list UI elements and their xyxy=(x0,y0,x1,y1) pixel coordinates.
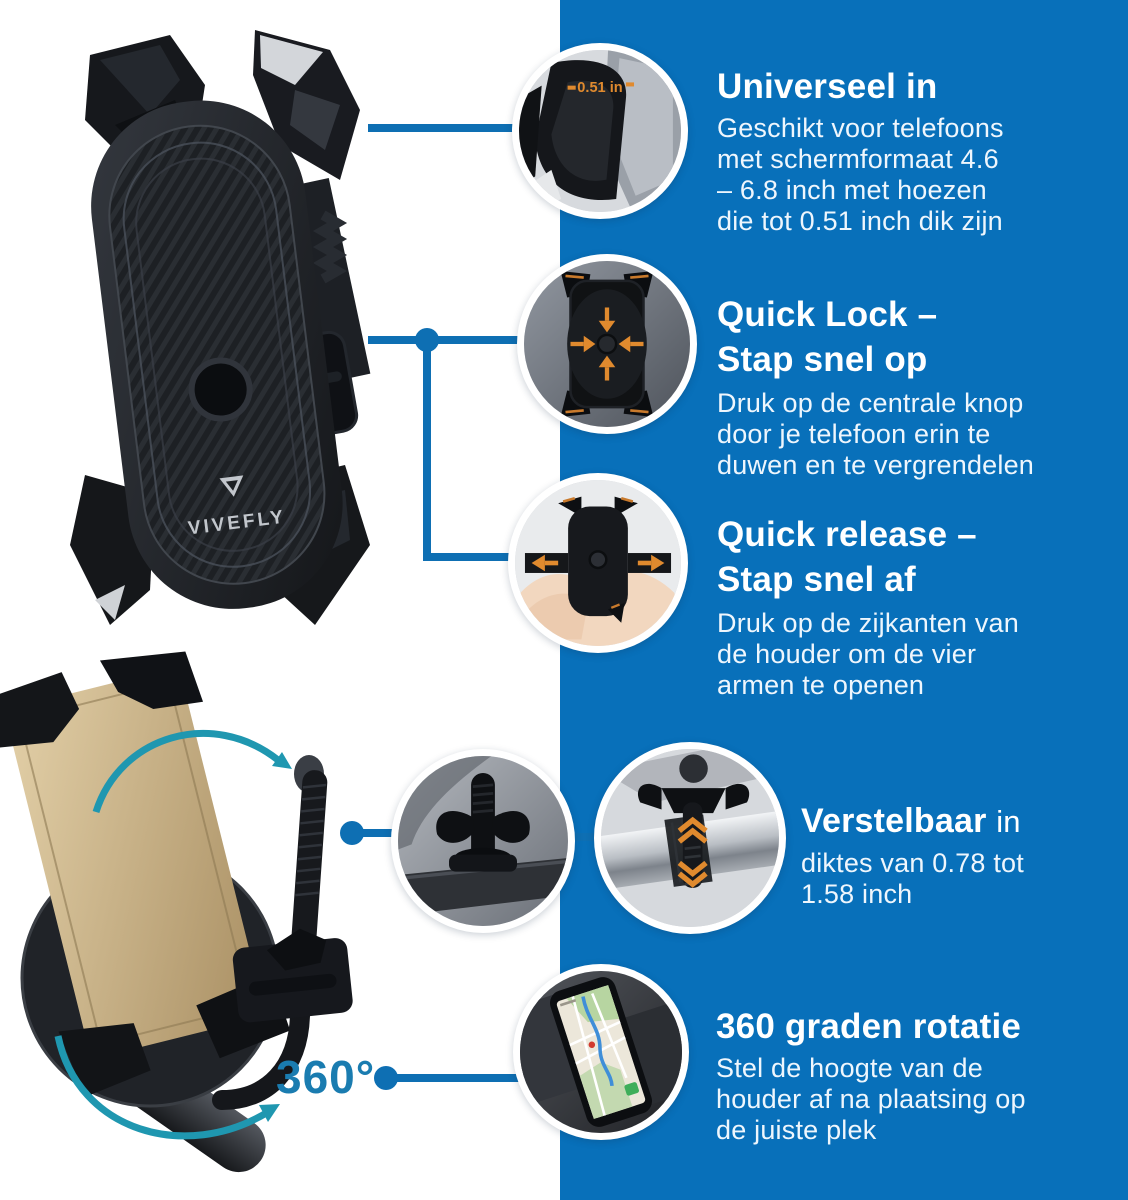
lock-dial-knob xyxy=(275,330,359,440)
feature-title: 360 graden rotatie xyxy=(716,1007,1022,1046)
feature-quick-release: Quick release – Stap snel af Druk op de … xyxy=(717,512,1019,701)
feature-quick-lock: Quick Lock – Stap snel op Druk op de cen… xyxy=(717,292,1034,481)
rotation-degrees-label: 360° xyxy=(276,1051,376,1103)
feature-adjustable: Verstelbaar in diktes van 0.78 tot 1.58 … xyxy=(801,799,1024,910)
brand-logo: VIVEFLY xyxy=(187,475,287,540)
feature-body-line: armen te openen xyxy=(717,670,925,700)
feature-body-line: Stel de hoogte van de xyxy=(716,1053,983,1083)
feature-title-line: Quick Lock – xyxy=(717,295,938,334)
inset-photo-quick-lock xyxy=(517,254,697,434)
holder-main-body: VIVEFLY xyxy=(91,100,343,609)
holder-front-view xyxy=(560,270,654,418)
feature-body-line: 1.58 inch xyxy=(801,879,913,909)
map-button xyxy=(624,1082,639,1096)
rotation-arrowhead-icon xyxy=(259,1104,280,1122)
feature-title-suffix: in xyxy=(996,804,1021,839)
feature-rotation: 360 graden rotatie Stel de hoogte van de… xyxy=(716,1004,1026,1146)
holder-back-view xyxy=(524,496,672,623)
rotation-plate xyxy=(20,848,280,1108)
handlebar-clamp xyxy=(232,928,353,1023)
feature-body-line: diktes van 0.78 tot xyxy=(801,848,1024,878)
map-pin xyxy=(588,1041,596,1048)
product-photo-holder-mounted xyxy=(0,651,353,1173)
feature-title-line: Quick release – xyxy=(717,515,977,554)
grip-arm-top-right xyxy=(253,30,360,180)
route-line xyxy=(581,996,614,1087)
grip-arm xyxy=(0,672,80,748)
callout-dot xyxy=(374,1066,398,1090)
feature-body-line: met schermformaat 4.6 xyxy=(717,144,999,174)
feature-title-line: Stap snel op xyxy=(717,340,928,379)
feature-body-line: Druk op de zijkanten van xyxy=(717,608,1019,638)
grip-arm-bottom-right xyxy=(255,465,370,625)
grip-arm xyxy=(196,973,291,1059)
handlebar xyxy=(54,1007,266,1173)
outward-arrows-icon xyxy=(531,554,665,572)
ratchet-strap xyxy=(289,178,371,382)
inset-photo-quick-release xyxy=(508,473,688,653)
callout-dot xyxy=(340,821,364,845)
wing-nut-bolt xyxy=(436,773,530,872)
rotation-arc-top xyxy=(92,729,281,814)
center-button xyxy=(596,333,618,355)
inset-photo-bar-clamp xyxy=(594,742,786,934)
rotation-arrows xyxy=(54,729,292,1140)
inset-photo-phone-map xyxy=(513,964,689,1140)
inset-photo-wing-bolt xyxy=(391,749,575,933)
plate-screw xyxy=(88,1041,102,1055)
phone-with-map xyxy=(549,977,653,1127)
feature-body-line: Druk op de centrale knop xyxy=(717,388,1024,418)
feature-body-line: Geschikt voor telefoons xyxy=(717,113,1004,143)
feature-title: Universeel in xyxy=(717,67,938,106)
thickness-value-label: 0.51 in xyxy=(577,80,622,96)
product-photo-holder-top: VIVEFLY xyxy=(70,30,371,625)
gold-phone xyxy=(8,670,262,1056)
inset-photo-thickness: 0.51 in xyxy=(512,43,688,219)
grip-arm xyxy=(58,1023,151,1098)
feature-body-line: houder af na plaatsing op xyxy=(716,1084,1026,1114)
brand-logo-text: VIVEFLY xyxy=(187,507,287,540)
inward-arrows-icon xyxy=(570,307,644,381)
feature-body-line: – 6.8 inch met hoezen xyxy=(717,175,987,205)
rotation-arc-bottom xyxy=(54,1035,270,1140)
feature-body-line: de houder om de vier xyxy=(717,639,977,669)
feature-body-line: duwen en te vergrendelen xyxy=(717,450,1035,480)
mounted-phone xyxy=(0,651,291,1098)
feature-body-line: door je telefoon erin te xyxy=(717,419,991,449)
mounting-bolt xyxy=(212,755,328,1110)
adjust-chevrons-icon xyxy=(677,816,708,888)
grip-arm xyxy=(99,651,204,710)
feature-body-line: die tot 0.51 inch dik zijn xyxy=(717,206,1003,236)
grip-arm-bottom-left xyxy=(70,475,155,625)
plate-screw xyxy=(113,891,127,905)
rotation-arrowhead-icon xyxy=(272,752,292,769)
quick-lock-button xyxy=(188,357,253,422)
feature-title-line: Stap snel af xyxy=(717,560,916,599)
feature-universal: Universeel in Geschikt voor telefoons me… xyxy=(717,64,1004,237)
feature-body-line: de juiste plek xyxy=(716,1115,877,1145)
feature-title-bold: Verstelbaar xyxy=(801,802,987,840)
grip-arm-top-left xyxy=(85,35,205,170)
callout-dot xyxy=(415,328,439,352)
callout-line-quickrelease xyxy=(423,340,522,561)
